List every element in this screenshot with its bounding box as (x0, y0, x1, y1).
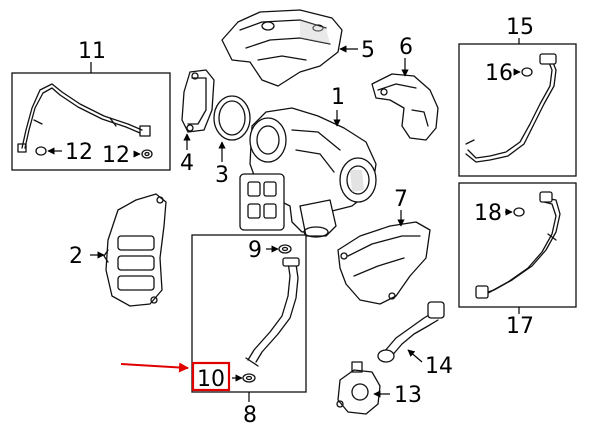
washer-18 (513, 207, 525, 217)
heat-shield-bracket (371, 73, 439, 141)
callout-9: 9 (248, 238, 262, 263)
leader-14 (407, 349, 423, 363)
coolant-line-17 (475, 191, 561, 299)
callout-12b: 12 (102, 143, 130, 168)
ring-gasket (213, 95, 251, 141)
washer-10 (242, 373, 256, 383)
callout-13: 13 (394, 383, 422, 408)
connector-housing-13 (336, 361, 381, 415)
callout-3: 3 (215, 163, 229, 188)
callout-4: 4 (180, 151, 194, 176)
callout-6: 6 (399, 35, 413, 60)
callout-14: 14 (425, 354, 453, 379)
coolant-line-15 (465, 53, 557, 163)
highlight-box (191, 361, 231, 392)
group-box-17 (458, 182, 577, 308)
callout-17: 17 (506, 314, 534, 339)
washer-16 (521, 67, 533, 77)
callout-18: 18 (474, 201, 502, 226)
highlight-arrow (120, 362, 189, 373)
washer-12b (141, 149, 153, 159)
callout-11: 11 (78, 39, 106, 64)
callout-1: 1 (331, 85, 345, 110)
callout-12a: 12 (65, 140, 93, 165)
washer-9 (278, 244, 292, 254)
group-box-15 (458, 43, 577, 177)
gasket-curved (181, 69, 215, 133)
heat-shield-right (337, 221, 431, 305)
callout-8: 8 (243, 403, 257, 426)
callout-2: 2 (69, 244, 83, 269)
heat-shield-top (221, 9, 343, 87)
heat-shield-lower (103, 193, 167, 307)
oil-feed-line (17, 83, 151, 153)
coolant-pipe-14 (377, 301, 445, 363)
callout-7: 7 (394, 187, 408, 212)
callout-5: 5 (361, 38, 375, 63)
callout-10: 10 (197, 367, 225, 392)
oil-return-tube (245, 257, 300, 367)
washer-12a (35, 146, 47, 156)
callout-16: 16 (485, 61, 513, 86)
callout-15: 15 (506, 15, 534, 40)
turbocharger (239, 107, 377, 238)
